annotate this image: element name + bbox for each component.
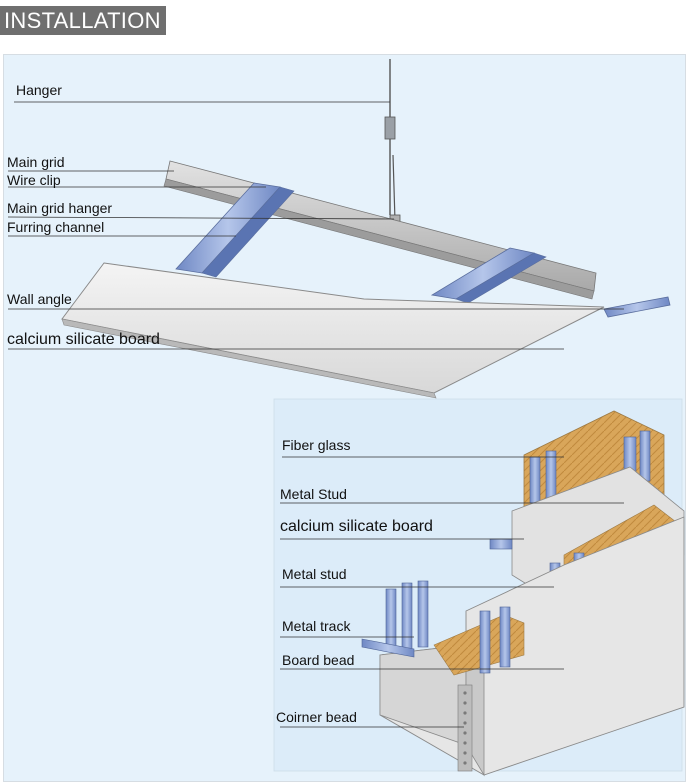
wall-angle bbox=[603, 296, 671, 318]
label-metal-stud-lower: Metal stud bbox=[282, 566, 347, 582]
diagram-illustration bbox=[7, 59, 685, 777]
label-wall-angle: Wall angle bbox=[7, 291, 72, 307]
ceiling-board bbox=[61, 262, 605, 394]
label-wall-calcium-silicate-board: calcium silicate board bbox=[280, 518, 433, 535]
corner-bead bbox=[457, 684, 473, 772]
label-metal-track: Metal track bbox=[282, 618, 351, 634]
installation-diagram: Hanger Main grid Wire clip Main grid han… bbox=[3, 54, 686, 782]
label-metal-stud-upper: Metal Stud bbox=[280, 486, 347, 502]
label-ceiling-calcium-silicate-board: calcium silicate board bbox=[7, 331, 160, 348]
metal-track bbox=[361, 638, 415, 658]
label-hanger: Hanger bbox=[16, 82, 62, 98]
label-wire-clip: Wire clip bbox=[7, 172, 61, 188]
label-main-grid: Main grid bbox=[7, 154, 65, 170]
hanger-clip bbox=[384, 116, 396, 140]
label-furring-channel: Furring channel bbox=[7, 219, 105, 235]
label-main-grid-hanger: Main grid hanger bbox=[7, 200, 113, 216]
label-board-bead: Board bead bbox=[282, 652, 355, 668]
label-fiber-glass: Fiber glass bbox=[282, 437, 351, 453]
label-corner-bead: Coirner bead bbox=[276, 709, 357, 725]
page-title: INSTALLATION bbox=[0, 6, 166, 35]
